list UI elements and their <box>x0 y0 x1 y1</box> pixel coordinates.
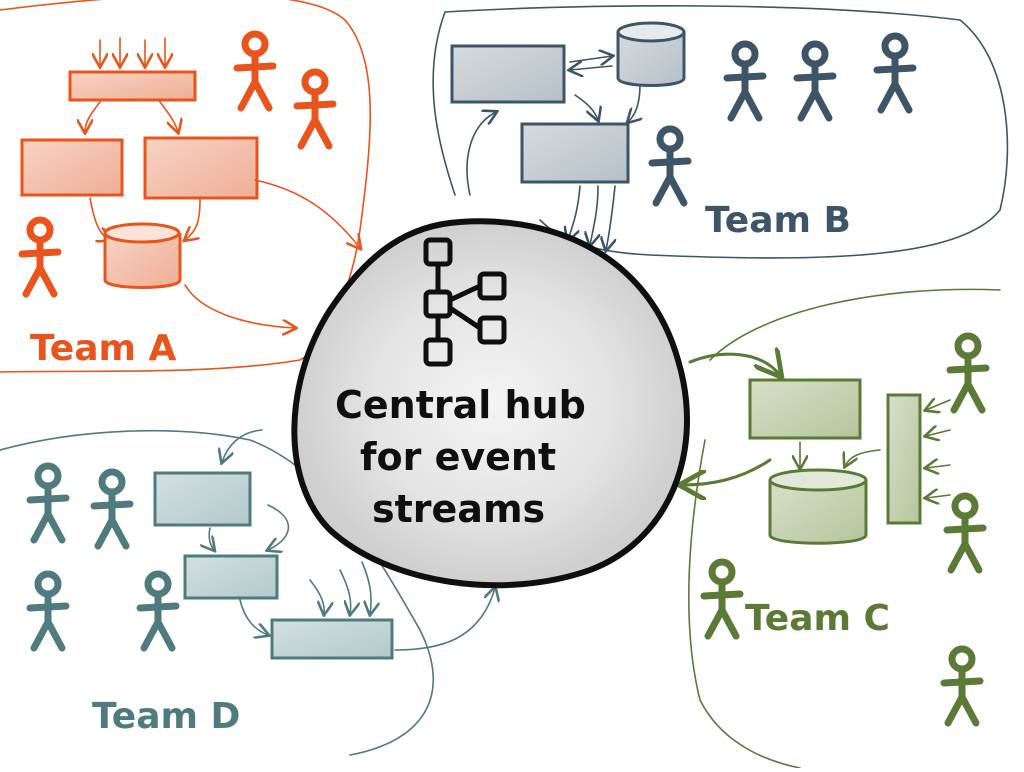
stick-figure-icon <box>30 574 66 648</box>
team-a-group: Team A <box>0 0 372 373</box>
stick-figure-icon <box>297 72 333 146</box>
hub-title-line-2: for event <box>360 435 556 479</box>
stick-figure-icon <box>950 336 986 410</box>
stick-figure-icon <box>727 44 763 118</box>
team-a-ingest-box <box>68 70 197 102</box>
team-d-group: Team D <box>0 429 495 756</box>
team-d-service-box-3 <box>270 618 394 660</box>
stick-figure-icon <box>797 44 833 118</box>
team-c-database <box>768 468 868 545</box>
team-b-database <box>616 21 686 87</box>
team-a-input-arrows <box>100 37 165 66</box>
event-stream-graph-icon <box>423 237 507 367</box>
team-c-input-arrows <box>926 400 951 498</box>
team-a-service-box-1 <box>20 138 124 197</box>
team-d-service-box-1 <box>153 471 252 527</box>
stick-figure-icon <box>704 562 740 636</box>
central-hub: Central hub for event streams <box>291 218 690 589</box>
stick-figure-icon <box>877 36 913 110</box>
stick-figure-icon <box>652 129 688 203</box>
team-d-service-box-2 <box>183 554 279 600</box>
team-a-database <box>103 222 182 289</box>
stick-figure-icon <box>947 496 983 570</box>
team-c-label: Team C <box>745 598 890 639</box>
stick-figure-icon <box>94 472 130 546</box>
team-b-group: Team B <box>432 5 1009 259</box>
team-d-label: Team D <box>92 696 240 737</box>
team-b-service-box-1 <box>450 44 566 104</box>
hub-title-line-3: streams <box>372 487 545 531</box>
team-c-group: Team C <box>682 288 1001 769</box>
stick-figure-icon <box>140 574 176 648</box>
hub-circle <box>291 218 690 589</box>
hub-title-line-1: Central hub <box>335 383 586 427</box>
stick-figure-icon <box>944 649 980 723</box>
team-a-service-box-2 <box>143 136 259 200</box>
team-b-boundary <box>432 5 1009 259</box>
team-c-service-box <box>748 378 862 440</box>
stick-figure-icon <box>237 34 273 108</box>
team-c-boundary <box>688 288 1001 769</box>
stick-figure-icon <box>22 220 58 294</box>
team-a-boundary <box>0 0 372 373</box>
team-b-label: Team B <box>705 200 851 241</box>
team-a-label: Team A <box>30 328 177 369</box>
team-b-service-box-2 <box>520 122 630 184</box>
team-b-people <box>652 36 913 203</box>
team-c-ingest-box <box>886 393 922 525</box>
stick-figure-icon <box>30 466 66 540</box>
